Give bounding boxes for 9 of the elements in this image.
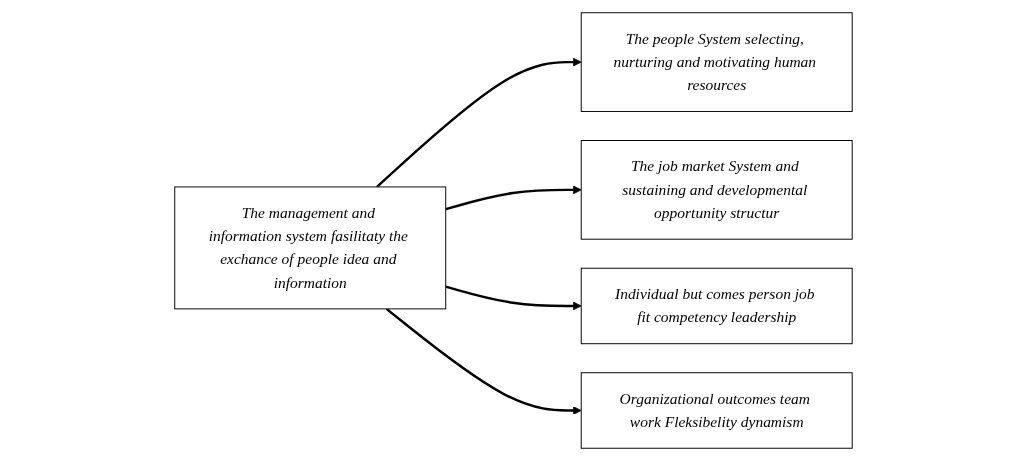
arrow [376,57,582,188]
node-box: Organizational outcomes team work Fleksibelity dynamism [580,372,853,449]
arrow [445,285,582,311]
node-box: Individual but comes person job fit competency leadership [580,267,853,345]
arrow [385,307,582,415]
node-box: The job market System and sustaining and developmental opportunity structur [580,140,853,240]
node-box: The management and information system fasilitaty the exchance of people idea and information [174,186,447,310]
arrow [445,185,582,211]
node-box: The people System selecting, nurturing and motivating human resources [580,12,853,112]
